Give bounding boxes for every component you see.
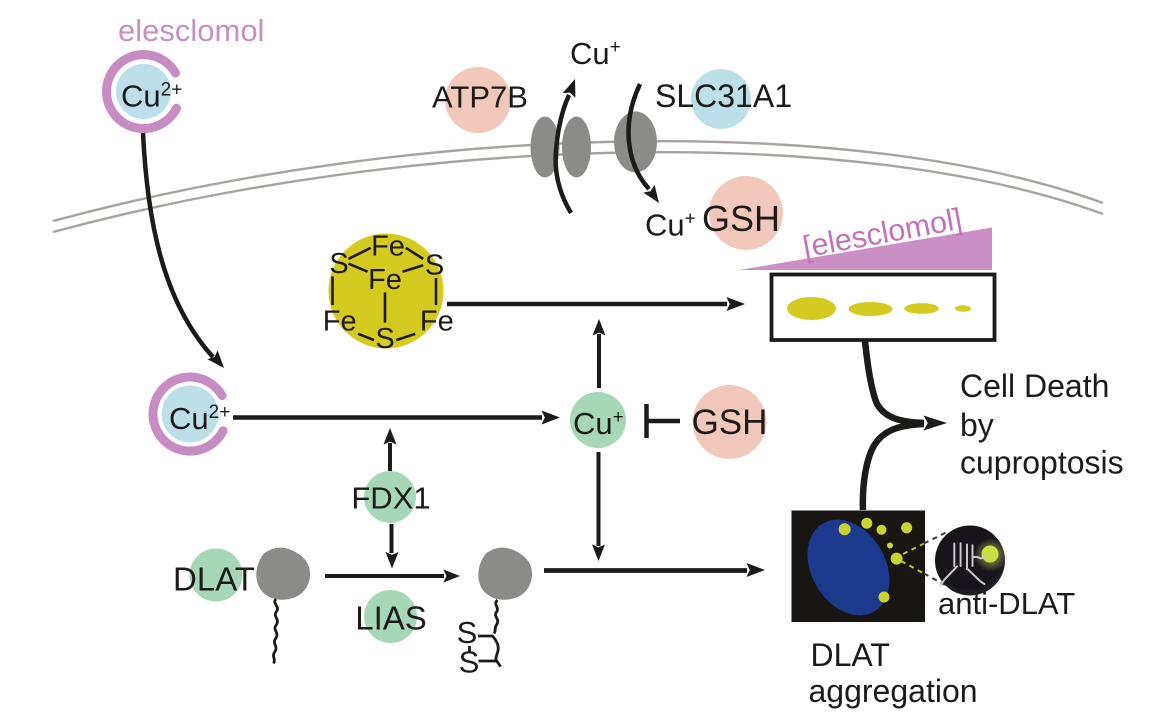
svg-text:GSH: GSH — [692, 403, 768, 442]
svg-text:Fe: Fe — [420, 306, 454, 338]
svg-text:anti-DLAT: anti-DLAT — [938, 586, 1075, 621]
svg-text:DLAT: DLAT — [811, 637, 890, 673]
svg-text:elesclomol: elesclomol — [118, 13, 264, 48]
svg-text:GSH: GSH — [702, 198, 780, 239]
svg-text:S: S — [459, 645, 480, 680]
svg-text:cuproptosis: cuproptosis — [960, 445, 1124, 481]
svg-text:Cu2+: Cu2+ — [121, 79, 182, 114]
svg-text:S: S — [375, 323, 394, 355]
svg-text:Fe: Fe — [323, 306, 357, 338]
svg-text:S: S — [425, 250, 444, 282]
svg-text:by: by — [960, 407, 994, 443]
svg-text:FDX1: FDX1 — [351, 481, 430, 516]
svg-text:DLAT: DLAT — [173, 561, 255, 598]
svg-text:S: S — [457, 615, 478, 650]
svg-text:aggregation: aggregation — [809, 673, 978, 709]
svg-text:Cu+: Cu+ — [570, 36, 621, 71]
svg-text:LIAS: LIAS — [355, 600, 427, 637]
svg-text:Fe: Fe — [368, 264, 402, 296]
svg-text:ATP7B: ATP7B — [432, 80, 528, 115]
svg-text:SLC31A1: SLC31A1 — [655, 78, 792, 114]
svg-text:Fe: Fe — [371, 231, 405, 263]
svg-text:Cell Death: Cell Death — [960, 368, 1109, 404]
svg-text:S: S — [329, 248, 348, 280]
